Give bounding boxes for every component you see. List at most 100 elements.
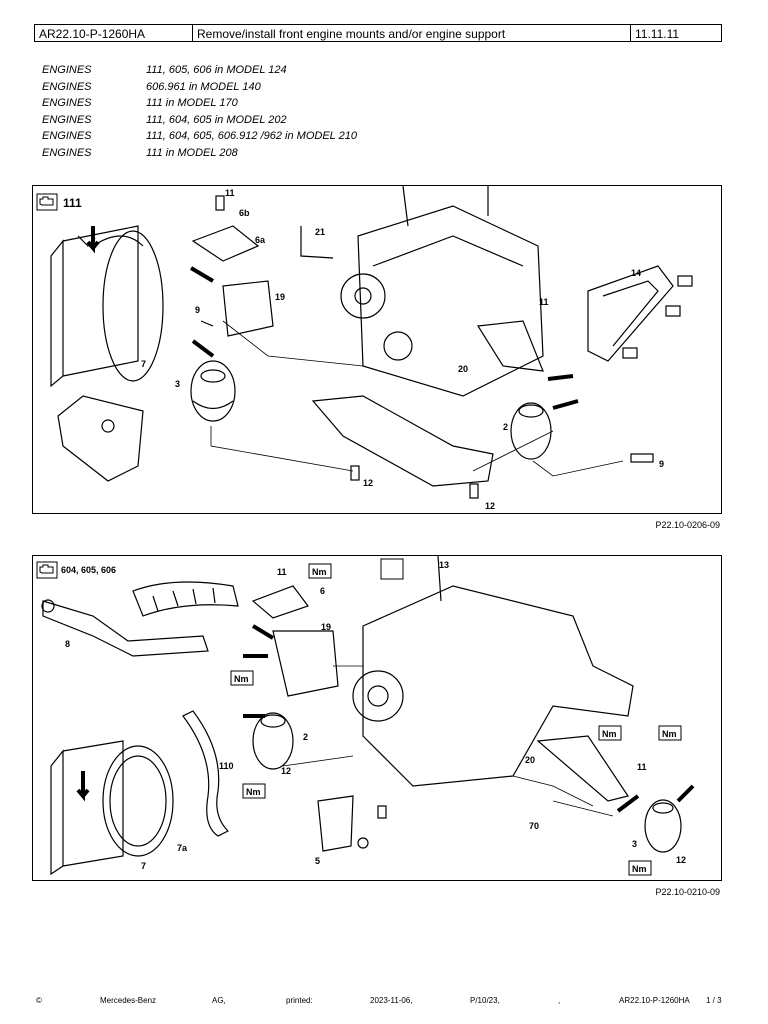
bracket-5: [317, 795, 387, 852]
callout: 13: [439, 560, 449, 570]
arrow-indicator: [191, 339, 215, 358]
nm-badge: Nm: [632, 864, 647, 874]
arrow-indicator: [616, 794, 640, 813]
radiator-shroud: [50, 225, 164, 388]
footer-printed-date: 2023-11-06,: [370, 996, 413, 1005]
engine-icon: [36, 561, 58, 579]
engine-mount-2: [510, 402, 552, 460]
figure-engine-604-605-606: 604, 605, 606: [32, 555, 722, 881]
doc-date: 11.11.11: [635, 27, 680, 41]
callout: 5: [315, 856, 320, 866]
figure-1-caption: P22.10-0206-09: [655, 520, 720, 530]
callout: 21: [315, 227, 325, 237]
leader-lines: [210, 320, 624, 477]
callout: 6b: [239, 208, 250, 218]
callout: 11: [277, 567, 287, 577]
nm-badge: Nm: [312, 567, 327, 577]
bracket-14: [587, 265, 693, 362]
callout: 7a: [177, 843, 188, 853]
callout: 3: [175, 379, 180, 389]
footer-copyright: ©: [36, 996, 42, 1005]
engine-icon: [36, 193, 58, 211]
callout: 12: [676, 855, 686, 865]
nm-badge: Nm: [662, 729, 677, 739]
callout: 6a: [255, 235, 266, 245]
engine-block: [352, 556, 634, 787]
exploded-diagram-1: 111: [36, 186, 693, 511]
callout: 70: [529, 821, 539, 831]
arrow-indicator: [676, 784, 695, 803]
engine-label: 111: [63, 196, 82, 210]
page-footer: © Mercedes-Benz AG, printed: 2023-11-06,…: [34, 996, 724, 1010]
callout: 12: [281, 766, 291, 776]
arrow-indicator: [76, 771, 90, 802]
callout: 11: [637, 762, 647, 772]
callout: 20: [458, 364, 468, 374]
bracket-parts: [191, 195, 334, 337]
leader-lines: [282, 665, 614, 817]
arrow-indicator: [86, 226, 100, 254]
footer-doc-id: AR22.10-P-1260HA: [619, 996, 690, 1005]
callout: 12: [485, 501, 495, 511]
callout: 12: [363, 478, 373, 488]
footer-separator: ,: [558, 996, 561, 1005]
callout: 110: [219, 761, 234, 771]
callout: 2: [503, 422, 508, 432]
callout: 19: [321, 622, 331, 632]
callout: 2: [303, 732, 308, 742]
footer-ag: AG,: [212, 996, 226, 1005]
document-header: AR22.10-P-1260HA Remove/install front en…: [34, 24, 722, 42]
footer-page-number: 1 / 3: [706, 996, 722, 1005]
callout: 7: [141, 359, 146, 369]
hose-110: [182, 710, 230, 837]
bracket-parts: [251, 585, 339, 697]
radiator-shroud: [50, 740, 174, 876]
footer-printed-label: printed:: [286, 996, 313, 1005]
callout: 14: [631, 268, 641, 278]
exploded-diagram-2: 604, 605, 606: [36, 556, 695, 876]
callout: 11: [539, 297, 549, 307]
figure-engine-111: 111: [32, 185, 722, 514]
figure-2-caption: P22.10-0210-09: [655, 887, 720, 897]
torque-badges: [230, 558, 682, 876]
callout: 19: [275, 292, 285, 302]
pipe-8: [41, 599, 209, 657]
intake-hose: [132, 581, 239, 617]
callout: 6: [320, 586, 325, 596]
callout: 3: [632, 839, 637, 849]
arrow-indicator: [251, 624, 275, 640]
engine-mount-3: [644, 799, 682, 853]
engine-mount-3: [190, 360, 236, 422]
callout: 9: [195, 305, 200, 315]
nm-badge: Nm: [602, 729, 617, 739]
bracket-20: [536, 735, 629, 802]
arrow-indicator: [552, 399, 579, 410]
engine-support: [311, 395, 494, 499]
callout: 8: [65, 639, 70, 649]
fan-cover: [57, 395, 144, 482]
doc-title: Remove/install front engine mounts and/o…: [193, 25, 631, 41]
bracket-20: [476, 320, 544, 372]
bolt-9: [630, 453, 654, 463]
callout: 11: [225, 188, 235, 198]
arrow-indicator: [547, 374, 574, 381]
nm-badge: Nm: [246, 787, 261, 797]
footer-page-ref: P/10/23,: [470, 996, 500, 1005]
engine-block: [340, 186, 544, 397]
engine-mount-2: [252, 712, 294, 770]
nm-badge: Nm: [234, 674, 249, 684]
callout: 9: [659, 459, 664, 469]
doc-id: AR22.10-P-1260HA: [35, 25, 193, 41]
engine-label: 604, 605, 606: [61, 565, 116, 575]
callout: 20: [525, 755, 535, 765]
footer-company: Mercedes-Benz: [100, 996, 157, 1005]
arrow-indicator: [189, 266, 215, 283]
callout: 7: [141, 861, 146, 871]
